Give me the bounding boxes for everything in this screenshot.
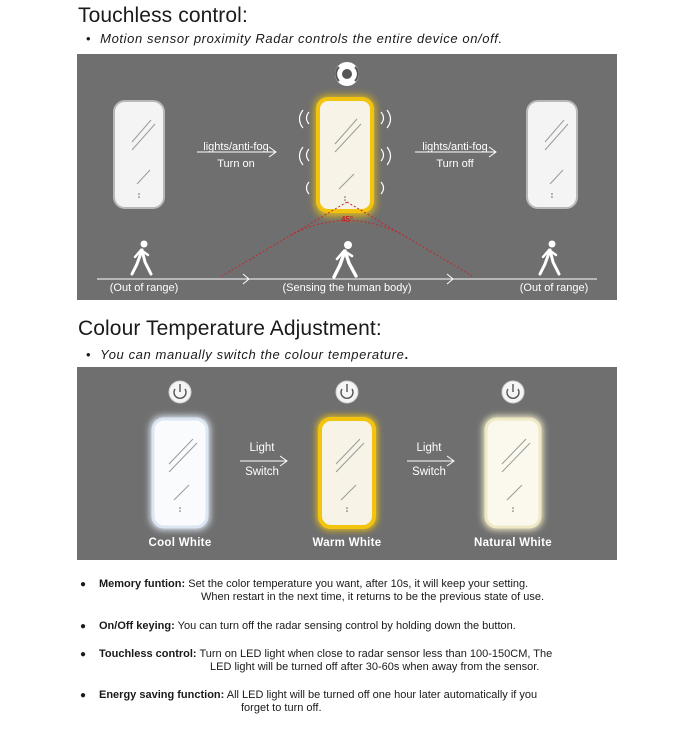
- angle-label: 45°: [340, 215, 354, 224]
- bullet-text: Motion sensor proximity Radar controls t…: [100, 31, 503, 46]
- bullet-dot: ●: [80, 690, 87, 701]
- section-bullet-colour: •You can manually switch the colour temp…: [86, 347, 409, 362]
- mirror-cool-white: [150, 416, 210, 530]
- turn-off-label-bottom: Turn off: [436, 158, 474, 170]
- mirror-off-right: [526, 100, 578, 209]
- label-natural-white: Natural White: [473, 537, 552, 549]
- ground-arrow-2: [446, 273, 454, 285]
- touchless-diagram: [97, 62, 597, 285]
- switch2-label-bottom: Switch: [412, 466, 446, 478]
- feature-touchless: ● Touchless control: Turn on LED light wh…: [80, 648, 552, 674]
- switch1-label-bottom: Switch: [245, 466, 279, 478]
- feature-energy: ● Energy saving function: All LED light w…: [80, 689, 537, 715]
- sensing-angle: [221, 201, 473, 277]
- feature-memory: ● Memory funtion: Set the color temperatu…: [80, 578, 544, 604]
- feature-text-cont: forget to turn off.: [241, 702, 322, 714]
- feature-text: All LED light will be turned off one hou…: [224, 689, 538, 701]
- feature-title: On/Off keying:: [99, 620, 175, 632]
- bullet-dot: ●: [80, 649, 87, 660]
- mirror-natural-white: [483, 416, 543, 530]
- feature-title: Memory funtion:: [99, 578, 186, 590]
- power-icon-warm: [335, 380, 359, 404]
- section-title-colour: Colour Temperature Adjustment:: [78, 317, 382, 340]
- range-label-center: (Sensing the human body): [282, 282, 412, 294]
- bullet-text: You can manually switch the colour tempe…: [100, 347, 405, 362]
- arrow-turn-on: [197, 146, 277, 158]
- person-icon-center: [332, 241, 358, 279]
- feature-title: Energy saving function:: [99, 689, 225, 701]
- radar-icon: [335, 62, 359, 86]
- feature-onoff: ● On/Off keying: You can turn off the rad…: [80, 620, 516, 633]
- person-icon-right: [538, 240, 561, 276]
- mirror-warm-white: [317, 416, 377, 530]
- colour-temperature-panel: Light Switch Light Switch Cool White War…: [77, 367, 617, 560]
- switch-arrow-2: [407, 455, 455, 467]
- mirror-on-center: [298, 96, 392, 216]
- colour-diagram: [150, 380, 543, 530]
- feature-text: Set the color temperature you want, afte…: [185, 578, 529, 590]
- feature-text: You can turn off the radar sensing contr…: [174, 620, 516, 632]
- arrow-turn-off: [415, 146, 497, 158]
- range-label-left: (Out of range): [109, 282, 179, 294]
- power-icon-natural: [501, 380, 525, 404]
- switch2-label-top: Light: [416, 442, 442, 454]
- section-bullet-touchless: •Motion sensor proximity Radar controls …: [86, 31, 503, 46]
- turn-on-label-bottom: Turn on: [217, 158, 255, 170]
- mirror-off-left: [113, 100, 165, 209]
- feature-text: Turn on LED light when close to radar se…: [196, 648, 553, 660]
- range-label-right: (Out of range): [519, 282, 589, 294]
- touchless-diagram-panel: lights/anti-fog Turn on lights/anti-fog …: [77, 54, 617, 300]
- section-title-touchless: Touchless control:: [78, 4, 248, 27]
- switch1-label-top: Light: [249, 442, 275, 454]
- feature-title: Touchless control:: [99, 648, 197, 660]
- bullet-dot: ●: [80, 621, 87, 632]
- person-icon-left: [130, 240, 153, 276]
- label-cool-white: Cool White: [148, 537, 212, 549]
- turn-off-label-top: lights/anti-fog: [422, 141, 488, 153]
- ground-arrow-1: [242, 273, 250, 285]
- feature-text-cont: When restart in the next time, it return…: [201, 591, 545, 603]
- label-warm-white: Warm White: [312, 537, 382, 549]
- power-icon-cool: [168, 380, 192, 404]
- switch-arrow-1: [240, 455, 288, 467]
- bullet-end: .: [404, 347, 409, 362]
- turn-on-label-top: lights/anti-fog: [203, 141, 269, 153]
- bullet-dot: ●: [80, 579, 87, 590]
- feature-text-cont: LED light will be turned off after 30-60…: [210, 661, 540, 673]
